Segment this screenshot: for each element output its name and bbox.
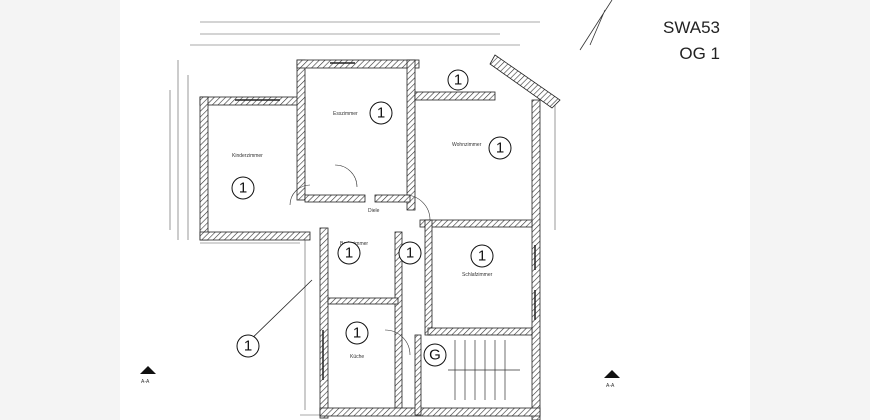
room-marker: 1: [496, 140, 504, 157]
room-marker: 1: [406, 245, 414, 262]
room-marker: 1: [239, 180, 247, 197]
section-marker-icon: [140, 366, 156, 374]
room-marker: 1: [377, 105, 385, 122]
room-label: Wohnzimmer: [452, 142, 482, 148]
room-label: Küche: [350, 354, 364, 360]
room-markers: [231, 69, 512, 367]
floor-label: OG 1: [679, 44, 720, 63]
room-marker: 1: [345, 245, 353, 262]
room-marker: 1: [353, 325, 361, 342]
windows: [235, 62, 536, 380]
walls: [199, 54, 561, 420]
stairs: [448, 340, 520, 400]
section-label: A-A: [141, 379, 150, 385]
sheet-code: SWA53: [662, 18, 720, 37]
section-marker-icon: [604, 370, 620, 378]
room-marker: 1: [454, 72, 462, 89]
section-label: A-A: [606, 383, 615, 389]
doors: [289, 164, 431, 356]
room-label: Diele: [368, 208, 380, 214]
room-marker: G: [429, 347, 441, 364]
room-marker: 1: [478, 248, 486, 265]
room-label: Esszimmer: [333, 111, 358, 117]
room-marker: 1: [244, 338, 252, 355]
room-label: Schlafzimmer: [462, 272, 493, 278]
room-label: Kinderzimmer: [232, 153, 263, 159]
north-arrow-icon: [579, 0, 613, 51]
